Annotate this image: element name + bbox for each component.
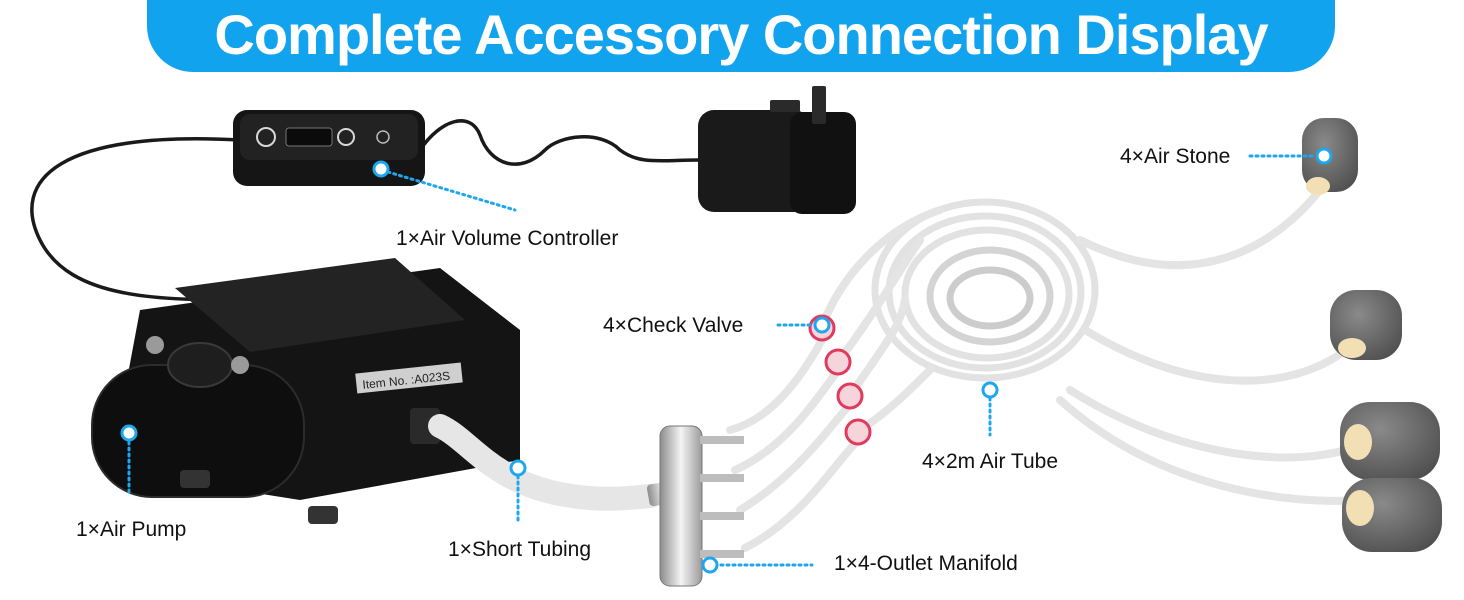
label-controller: 1×Air Volume Controller: [396, 227, 619, 250]
air-stones: [1302, 118, 1442, 552]
banner-title: Complete Accessory Connection Display: [214, 3, 1268, 66]
header-banner: Complete Accessory Connection Display: [147, 0, 1335, 72]
label-short-tubing: 1×Short Tubing: [448, 538, 592, 561]
label-pump: 1×Air Pump: [76, 518, 187, 541]
label-check-valve: 4×Check Valve: [603, 314, 744, 337]
power-cable: [30, 119, 702, 302]
callout-dots: [120, 147, 1333, 574]
stone-tubes: [1056, 186, 1364, 505]
label-air-stone: 4×Air Stone: [1120, 145, 1231, 168]
air-volume-controller: [233, 110, 425, 186]
label-air-tube: 4×2m Air Tube: [922, 450, 1058, 473]
air-tube-coil: [871, 198, 1099, 382]
callouts: [127, 154, 1317, 567]
valve-tubes: [726, 206, 944, 552]
outlet-manifold: [646, 425, 744, 587]
power-adapter: [698, 86, 856, 214]
air-pump-body: Item No. :A023S: [91, 258, 520, 524]
label-manifold: 1×4-Outlet Manifold: [834, 552, 1018, 575]
short-tubing: [428, 414, 662, 511]
